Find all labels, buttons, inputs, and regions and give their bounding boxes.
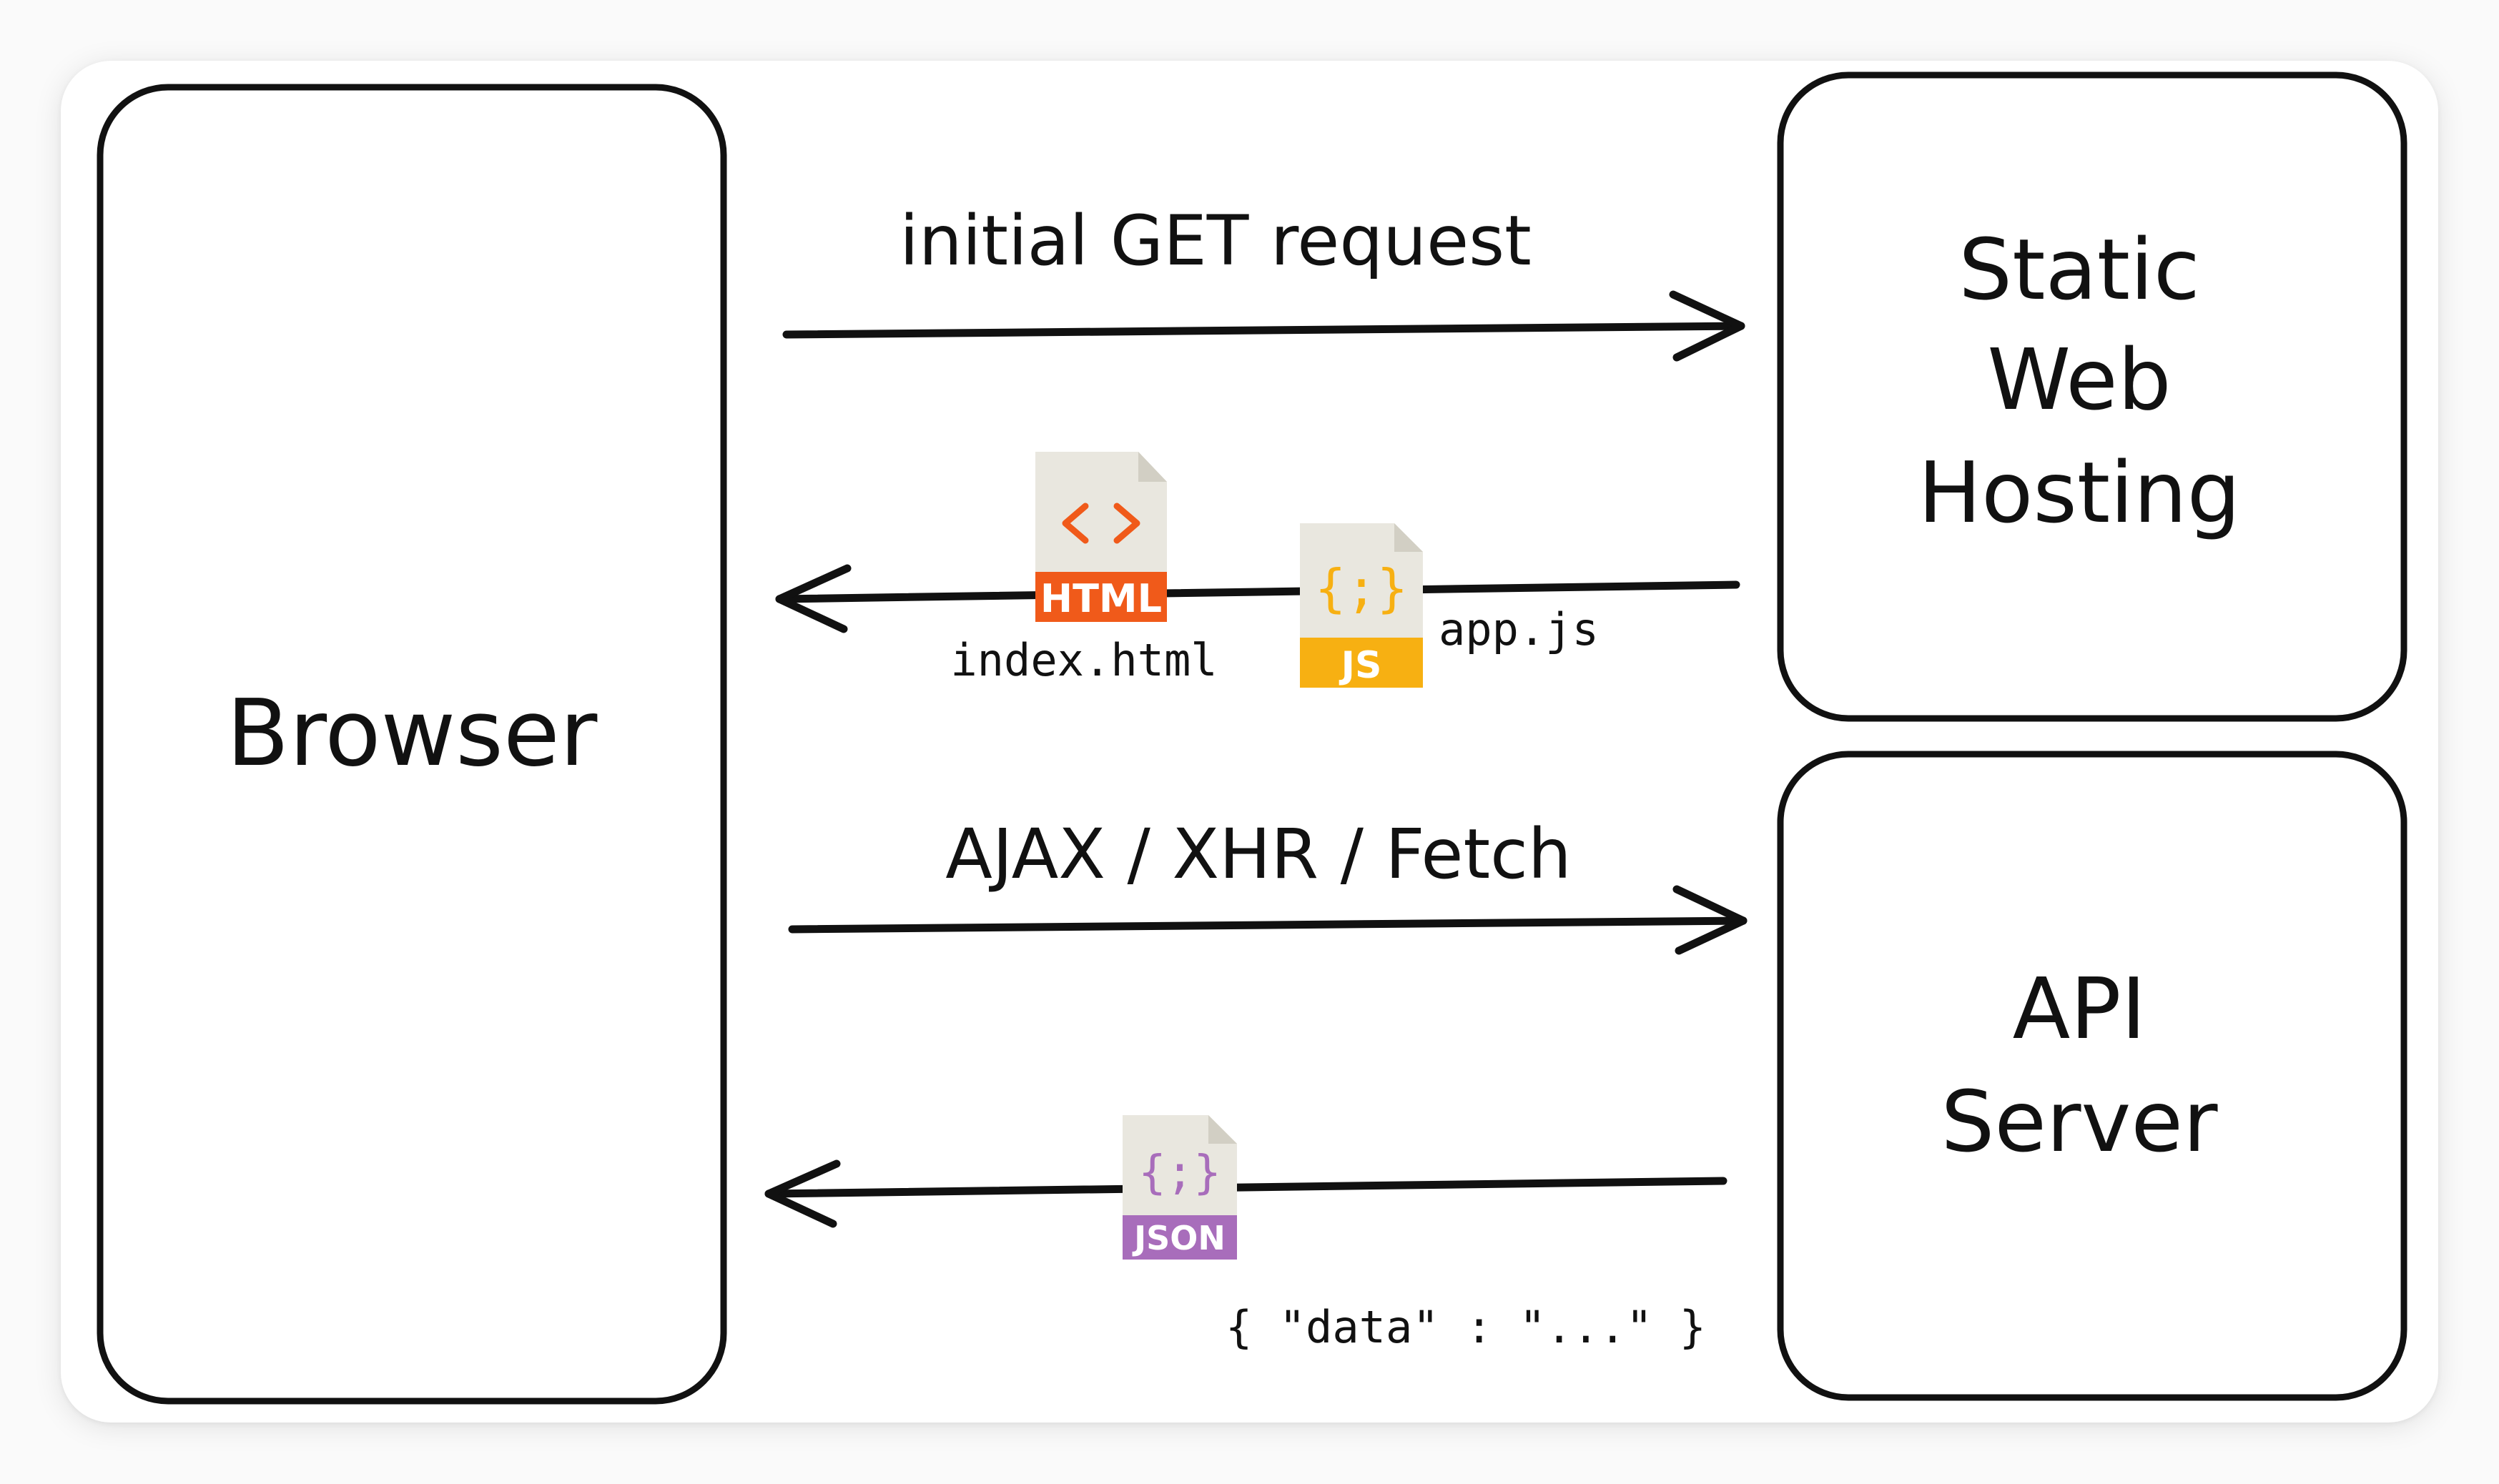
api-server-label-line2: Server	[1941, 1072, 2218, 1171]
initial-get-arrowhead	[1669, 290, 1745, 362]
json-file-icon	[1123, 1115, 1237, 1260]
ajax-label: AJAX / XHR / Fetch	[945, 814, 1571, 894]
html-badge-label: HTML	[1040, 576, 1162, 621]
json-sample-text: { "data" : "..." }	[1226, 1301, 1706, 1353]
browser-box	[97, 84, 727, 1405]
js-curly-symbol: {;}	[1315, 558, 1408, 618]
index-html-filename: index.html	[950, 634, 1217, 686]
browser-label: Browser	[227, 681, 598, 787]
html-code-chevrons	[1062, 503, 1089, 544]
app-js-filename: app.js	[1439, 603, 1599, 656]
static-hosting-box	[1777, 71, 2407, 722]
static-hosting-label-line1: Static	[1958, 220, 2199, 319]
js-badge-label: JS	[1339, 644, 1382, 687]
ajax-arrowhead	[1672, 885, 1748, 955]
json-curly-symbol: {;}	[1138, 1147, 1221, 1199]
api-server-box	[1777, 751, 2407, 1401]
initial-get-arrow-line	[782, 322, 1745, 339]
static-hosting-label-line2: Web	[1987, 330, 2171, 429]
diagram-card	[61, 61, 2438, 1423]
initial-get-label: initial GET request	[899, 201, 1532, 281]
static-hosting-label-line3: Hosting	[1918, 443, 2240, 542]
ajax-arrow-line	[788, 916, 1748, 934]
html-file-icon	[1035, 452, 1167, 622]
api-response-arrowhead	[764, 1159, 841, 1228]
static-response-arrow-line	[775, 580, 1740, 603]
json-badge-label: JSON	[1132, 1219, 1226, 1257]
static-response-arrowhead	[775, 564, 852, 633]
api-response-arrow-line	[764, 1177, 1727, 1198]
js-file-icon	[1300, 523, 1423, 688]
api-server-label-line1: API	[2013, 959, 2146, 1058]
